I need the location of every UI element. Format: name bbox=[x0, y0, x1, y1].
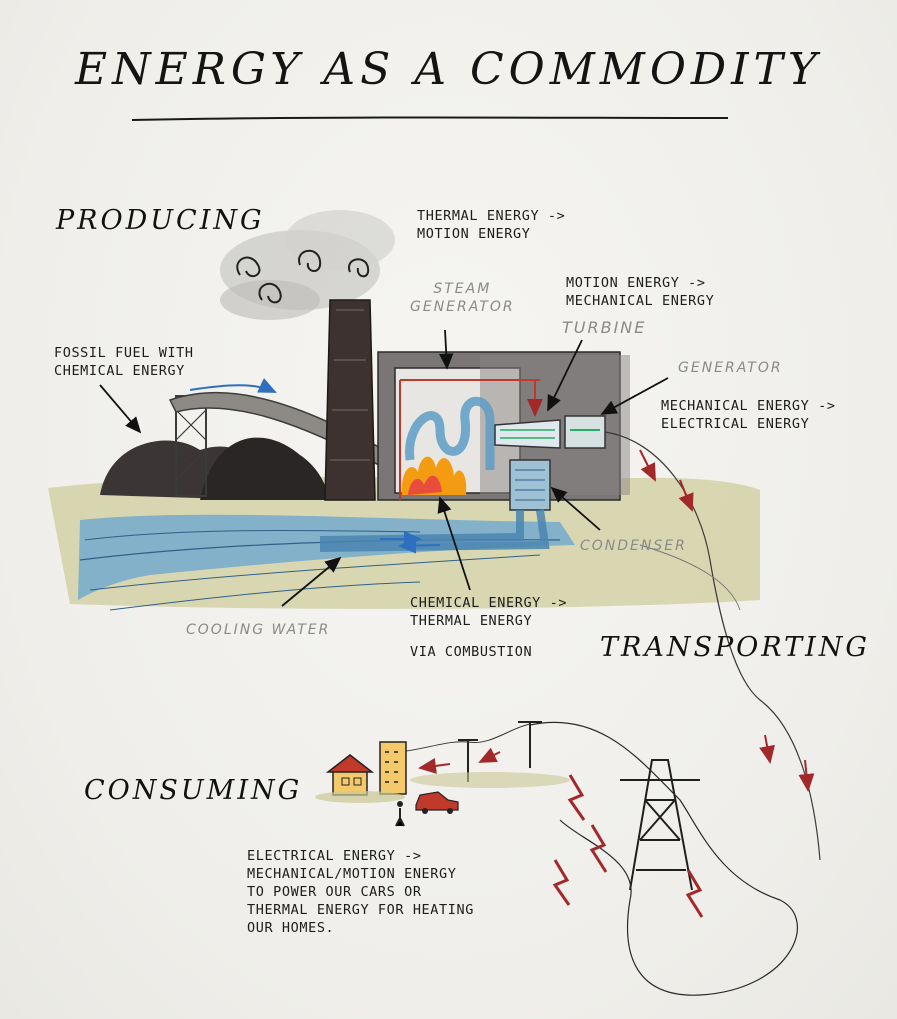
caption-thermal-to-motion: THERMAL ENERGY -> MOTION ENERGY bbox=[417, 208, 566, 242]
leader-fossil-fuel bbox=[99, 384, 142, 434]
person bbox=[395, 808, 405, 827]
leader-generator bbox=[600, 377, 669, 415]
label-steam-generator: STEAM GENERATOR bbox=[410, 281, 515, 315]
leader-steam-generator bbox=[439, 329, 454, 370]
label-cooling-water: COOLING WATER bbox=[186, 622, 331, 638]
section-transporting: TRANSPORTING bbox=[600, 632, 870, 663]
generator-box bbox=[564, 415, 606, 449]
condenser bbox=[509, 459, 551, 511]
section-consuming: CONSUMING bbox=[84, 775, 303, 806]
lightning-bolt bbox=[589, 824, 608, 873]
utility-pole bbox=[518, 721, 542, 768]
leader-chemical bbox=[437, 496, 471, 591]
caption-fossil-fuel: FOSSIL FUEL WITH CHEMICAL ENERGY bbox=[54, 345, 194, 379]
caption-motion-to-mechanical: MOTION ENERGY -> MECHANICAL ENERGY bbox=[566, 275, 715, 309]
car bbox=[415, 791, 459, 811]
steam-pipe bbox=[405, 396, 495, 470]
label-generator: GENERATOR bbox=[678, 360, 783, 376]
label-condenser: CONDENSER bbox=[580, 538, 687, 554]
leader-turbine bbox=[547, 339, 583, 412]
lightning-bolt bbox=[685, 869, 704, 918]
coal-heap-right bbox=[200, 437, 330, 500]
caption-consuming: ELECTRICAL ENERGY -> MECHANICAL/MOTION E… bbox=[247, 848, 474, 936]
page-title: ENERGY AS A COMMODITY bbox=[75, 44, 822, 95]
section-producing: PRODUCING bbox=[56, 205, 265, 236]
label-turbine: TURBINE bbox=[562, 318, 647, 337]
caption-via-combustion: VIA COMBUSTION bbox=[410, 644, 533, 660]
apartment-building bbox=[379, 741, 407, 795]
transmission-pylon bbox=[629, 759, 693, 891]
lightning-bolt bbox=[552, 859, 571, 906]
power-line-path bbox=[604, 431, 821, 861]
power-cable bbox=[529, 721, 798, 996]
chimney bbox=[324, 299, 376, 501]
caption-chemical-to-thermal: CHEMICAL ENERGY -> THERMAL ENERGY bbox=[410, 595, 568, 629]
caption-mechanical-to-electrical: MECHANICAL ENERGY -> ELECTRICAL ENERGY bbox=[661, 398, 836, 432]
leader-cooling-water bbox=[281, 556, 342, 607]
leader-condenser bbox=[550, 486, 601, 531]
lightning-bolt bbox=[567, 774, 586, 821]
title-underline bbox=[131, 116, 729, 121]
turbine-housing bbox=[494, 419, 561, 449]
